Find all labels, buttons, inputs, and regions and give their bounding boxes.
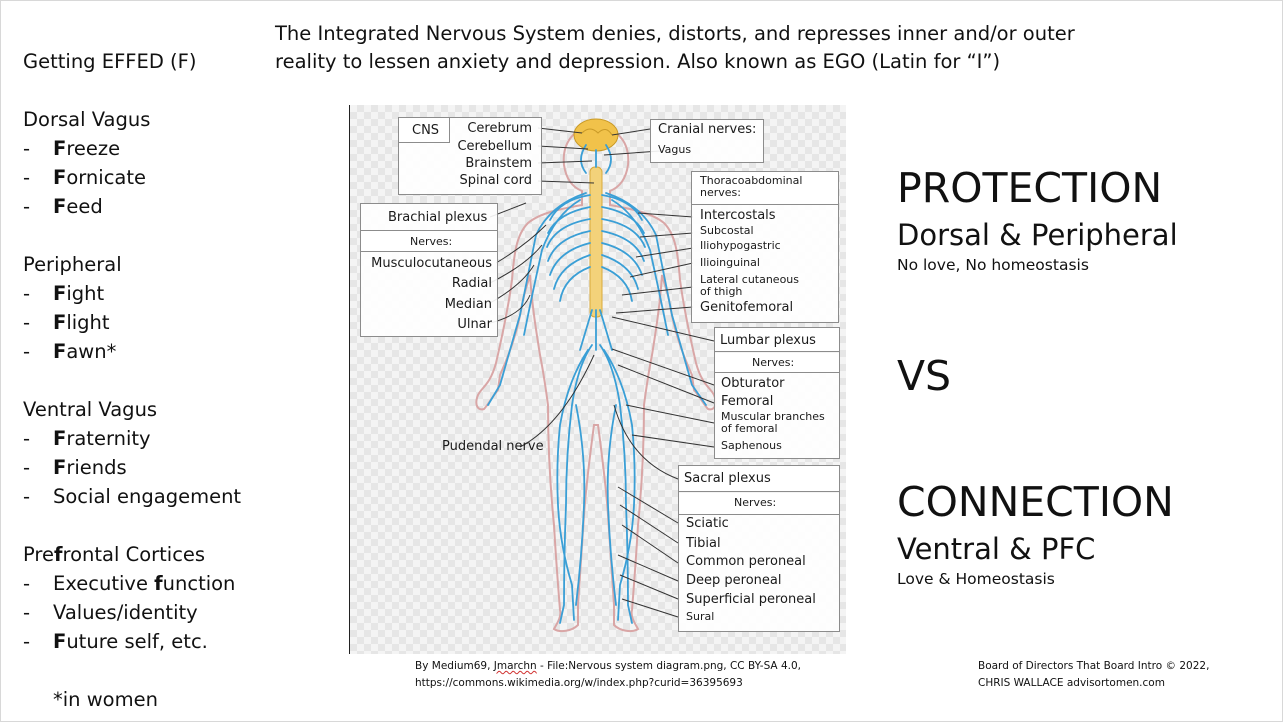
cns-title-cell — [398, 117, 450, 143]
brachial-nerves-cell — [360, 230, 498, 252]
sacral-sciatic: Sciatic — [686, 516, 729, 531]
cranial-title: Cranial nerves: — [658, 122, 757, 137]
dorsal-vagus-title: Dorsal Vagus — [23, 108, 151, 131]
thoraco-lateral-2: of thigh — [700, 285, 743, 298]
sacral-title: Sacral plexus — [684, 471, 771, 486]
lumbar-nerves-cell — [714, 351, 840, 373]
credit-line-1: By Medium69, Jmarchn - File:Nervous syst… — [415, 660, 801, 672]
lumbar-saphenous: Saphenous — [721, 439, 782, 452]
vs-label: VS — [897, 352, 952, 400]
protection-block: PROTECTION Dorsal & Peripheral No love, … — [897, 160, 1277, 276]
list-item: -Fraternity — [23, 427, 151, 450]
connection-block: CONNECTION Ventral & PFC Love & Homeosta… — [897, 474, 1277, 590]
brachial-title: Brachial plexus — [388, 210, 488, 225]
list-item: -Social engagement — [23, 485, 242, 508]
cns-brainstem: Brainstem — [465, 156, 532, 171]
thoraco-lateral-1: Lateral cutaneous — [700, 273, 800, 286]
brachial-box — [360, 203, 498, 337]
list-item: -Future self, etc. — [23, 630, 208, 653]
cns-spinal-cord: Spinal cord — [459, 173, 532, 188]
sacral-nerves-label: Nerves: — [734, 496, 777, 509]
cns-cerebellum: Cerebellum — [457, 139, 532, 154]
peripheral-title: Peripheral — [23, 253, 122, 276]
cns-title: CNS — [412, 123, 440, 138]
thoraco-ilioinguinal: Ilioinguinal — [700, 256, 760, 269]
prefrontal-title: Prefrontal Cortices — [23, 543, 206, 566]
slide-heading: The Integrated Nervous System denies, di… — [275, 20, 1105, 76]
sacral-superficial-peroneal: Superficial peroneal — [686, 592, 816, 607]
lumbar-muscular-2: of femoral — [721, 422, 778, 435]
list-item: -Fight — [23, 282, 105, 305]
list-item: -Friends — [23, 456, 127, 479]
copyright-note: Board of Directors That Board Intro © 20… — [978, 658, 1278, 692]
thoraco-intercostals: Intercostals — [700, 208, 776, 223]
cns-cerebrum: Cerebrum — [467, 121, 532, 136]
brachial-musculocutaneous: Musculocutaneous — [371, 256, 492, 271]
lumbar-title-cell — [714, 327, 840, 353]
getting-effed-title: Getting EFFED (F) — [23, 50, 197, 73]
sacral-nerves-cell — [678, 491, 840, 515]
ventral-vagus-title: Ventral Vagus — [23, 398, 158, 421]
copyright-line-1: Board of Directors That Board Intro © 20… — [978, 660, 1210, 672]
list-item: -Freeze — [23, 137, 121, 160]
list-item: -Fornicate — [23, 166, 147, 189]
list-item: -Values/identity — [23, 601, 198, 624]
thoraco-title-2: nerves: — [700, 186, 741, 199]
left-column: Getting EFFED (F) Dorsal Vagus -Freeze -… — [23, 47, 283, 714]
thoraco-title-1: Thoracoabdominal — [700, 174, 803, 187]
credit-line-2: https://commons.wikimedia.org/w/index.ph… — [415, 677, 743, 689]
cranial-vagus: Vagus — [658, 143, 692, 156]
connection-note: Love & Homeostasis — [897, 570, 1055, 588]
nervous-system-diagram: CNS Cerebrum Cerebellum Brainstem Spinal… — [349, 105, 846, 654]
protection-note: No love, No homeostasis — [897, 256, 1089, 274]
protection-subtitle: Dorsal & Peripheral — [897, 218, 1178, 252]
brachial-radial: Radial — [451, 276, 492, 291]
brachial-ulnar: Ulnar — [457, 317, 492, 332]
list-item: -Executive function — [23, 572, 236, 595]
sacral-common-peroneal: Common peroneal — [686, 554, 806, 569]
sacral-sural: Sural — [686, 610, 715, 623]
image-credit: By Medium69, Jmarchn - File:Nervous syst… — [415, 658, 845, 692]
protection-title: PROTECTION — [897, 164, 1163, 212]
cranial-box — [650, 119, 764, 163]
lumbar-muscular-1: Muscular branches — [721, 410, 825, 423]
heading-line-1: The Integrated Nervous System denies, di… — [275, 22, 1075, 45]
connection-title: CONNECTION — [897, 478, 1174, 526]
footnote-in-women: *in women — [53, 688, 158, 711]
thoraco-iliohypogastric: Iliohypogastric — [700, 239, 781, 252]
thoraco-title-cell — [691, 171, 839, 205]
brachial-nerves-label: Nerves: — [410, 235, 453, 248]
copyright-line-2: CHRIS WALLACE advisortomen.com — [978, 677, 1165, 689]
lumbar-obturator: Obturator — [721, 376, 785, 391]
list-item: -Feed — [23, 195, 103, 218]
connection-subtitle: Ventral & PFC — [897, 532, 1096, 566]
sacral-tibial: Tibial — [686, 536, 721, 551]
sacral-deep-peroneal: Deep peroneal — [686, 573, 782, 588]
list-item: -Flight — [23, 311, 110, 334]
heading-line-2: reality to lessen anxiety and depression… — [275, 50, 1001, 73]
list-item: -Fawn* — [23, 340, 117, 363]
pudendal-nerve-label: Pudendal nerve — [442, 439, 544, 454]
thoraco-subcostal: Subcostal — [700, 224, 754, 237]
lumbar-femoral: Femoral — [721, 394, 774, 409]
lumbar-nerves-label: Nerves: — [752, 356, 795, 369]
lumbar-title: Lumbar plexus — [720, 333, 816, 348]
brachial-median: Median — [444, 297, 492, 312]
thoraco-genitofemoral: Genitofemoral — [700, 300, 794, 315]
